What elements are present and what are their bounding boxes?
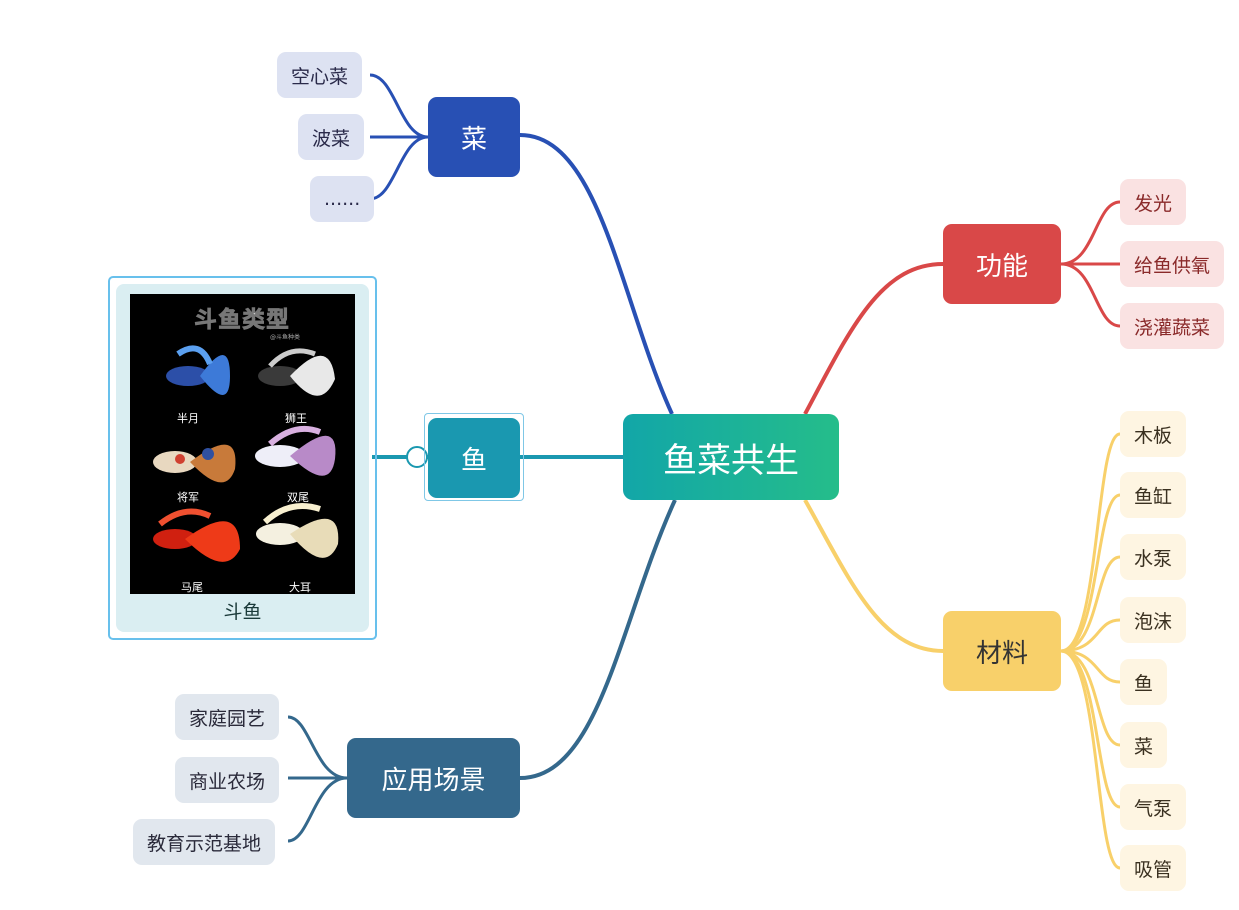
image-card[interactable]: 斗鱼类型 @斗鱼种类 <box>108 276 377 640</box>
variety-label-4: 马尾 <box>181 581 203 594</box>
link-root-cai <box>519 133 674 415</box>
variety-label-2: 将军 <box>177 491 199 504</box>
branch-cl[interactable]: 材料 <box>943 611 1061 691</box>
leaf-cl-6[interactable]: 气泵 <box>1120 784 1187 830</box>
leaf-cl-7[interactable]: 吸管 <box>1120 845 1187 891</box>
leaf-cl-3[interactable]: 泡沫 <box>1120 597 1187 643</box>
leaf-app-0[interactable]: 家庭园艺 <box>175 694 280 740</box>
variety-label-1: 狮王 <box>285 412 307 425</box>
leaf-gn-2[interactable]: 浇灌蔬菜 <box>1120 303 1225 349</box>
branch-gn[interactable]: 功能 <box>943 224 1061 304</box>
leaf-cl-2[interactable]: 水泵 <box>1120 534 1187 580</box>
branch-cai-label: 菜 <box>460 124 487 155</box>
link-root-gn <box>803 262 944 415</box>
selection-outline <box>424 413 524 501</box>
branch-app[interactable]: 应用场景 <box>347 738 520 818</box>
branch-cl-label: 材料 <box>975 638 1028 669</box>
leaf-cl-0[interactable]: 木板 <box>1120 411 1187 457</box>
leaf-gn-1[interactable]: 给鱼供氧 <box>1120 241 1225 287</box>
leaf-cl-4[interactable]: 鱼 <box>1120 659 1168 705</box>
link-root-cl <box>803 499 944 653</box>
branch-app-label: 应用场景 <box>381 765 486 796</box>
variety-label-5: 大耳 <box>289 581 311 594</box>
root-node[interactable]: 鱼菜共生 <box>623 414 839 500</box>
poster-title: 斗鱼类型 <box>194 308 291 334</box>
variety-label-3: 双尾 <box>287 491 309 504</box>
collapse-toggle <box>406 446 428 468</box>
branch-gn-label: 功能 <box>975 251 1028 282</box>
leaf-cai-1[interactable]: 波菜 <box>298 114 365 160</box>
leaf-app-2[interactable]: 教育示范基地 <box>133 819 276 865</box>
leaf-cl-5[interactable]: 菜 <box>1120 722 1168 768</box>
leaf-gn-0[interactable]: 发光 <box>1120 179 1187 225</box>
leaf-cl-1[interactable]: 鱼缸 <box>1120 472 1187 518</box>
link-root-app <box>519 499 677 780</box>
branch-cai[interactable]: 菜 <box>428 97 520 177</box>
leaf-cai-0[interactable]: 空心菜 <box>277 52 363 98</box>
branch-yu[interactable]: 鱼 <box>428 418 520 498</box>
poster-watermark: @斗鱼种类 <box>270 334 301 341</box>
leaf-cai-2[interactable]: ...... <box>310 176 375 222</box>
root-label: 鱼菜共生 <box>663 440 799 481</box>
betta-poster-image: 斗鱼类型 @斗鱼种类 <box>130 294 355 594</box>
image-caption: 斗鱼 <box>223 601 262 623</box>
branch-yu-label: 鱼 <box>460 445 487 476</box>
leaf-app-1[interactable]: 商业农场 <box>175 757 280 803</box>
betta-fish-illustrations <box>153 345 339 562</box>
variety-label-0: 半月 <box>177 412 199 425</box>
